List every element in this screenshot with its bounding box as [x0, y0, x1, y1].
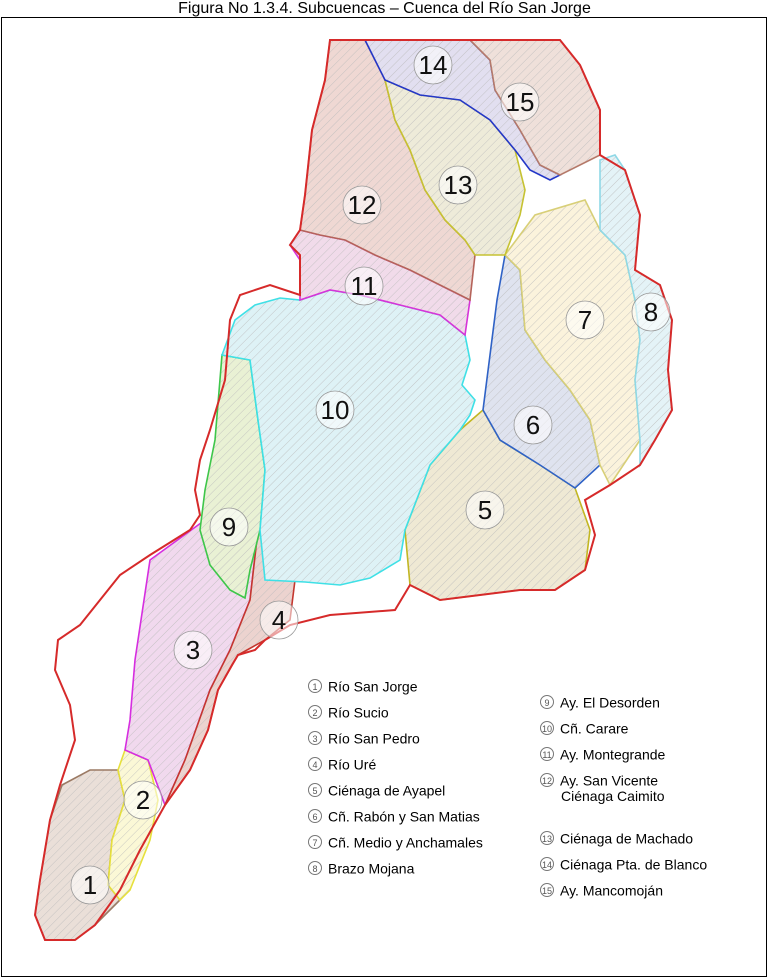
legend-item: 5 Ciénaga de Ayapel [308, 781, 445, 798]
subbasin-number-label: 3 [173, 630, 213, 670]
legend-label: Ay. Mancomoján [560, 882, 663, 899]
subbasin-number: 11 [351, 271, 378, 301]
legend-label: Ciénaga Pta. de Blanco [560, 856, 708, 873]
subbasin-number: 5 [478, 495, 492, 525]
legend-label: Río San Jorge [328, 678, 418, 695]
legend-item: 10 Cñ. Carare [540, 719, 628, 736]
subbasin-number-label: 11 [344, 266, 384, 306]
subbasin-number: 13 [444, 170, 473, 200]
legend-item: 4 Río Uré [308, 755, 376, 772]
legend-label: Ciénaga de Ayapel [328, 782, 446, 799]
subbasin-region [220, 289, 476, 586]
subbasin-number-label: 15 [500, 82, 540, 122]
legend-item: 6 Cñ. Rabón y San Matias [308, 807, 480, 824]
legend-item: 1 Río San Jorge [308, 677, 418, 694]
legend-item: 13 Ciénaga de Machado [540, 829, 693, 846]
subbasin-number: 2 [136, 785, 150, 815]
subbasin-number-label: 1 [70, 865, 110, 905]
subbasin-region [503, 199, 641, 487]
legend-marker: 8 [308, 861, 322, 876]
figure-title: Figura No 1.3.4. Subcuencas – Cuenca del… [178, 0, 591, 17]
legend-item: 7 Cñ. Medio y Anchamales [308, 833, 483, 850]
subbasin-number: 3 [186, 635, 200, 665]
subbasin-number: 10 [321, 395, 350, 425]
legend-marker: 11 [540, 747, 554, 762]
legend-label: Río San Pedro [328, 730, 420, 747]
legend-label: Ay. San Vicente [560, 772, 659, 789]
legend-item: 11 Ay. Montegrande [540, 745, 665, 762]
legend-item: 8 Brazo Mojana [308, 859, 414, 876]
legend-marker: 10 [540, 721, 554, 736]
legend-label: Ciénaga de Machado [560, 830, 694, 847]
subbasin-number: 7 [578, 305, 592, 335]
subbasin-number-label: 13 [438, 165, 478, 205]
map-frame [1, 17, 767, 977]
legend-marker: 15 [540, 883, 554, 898]
legend-marker: 13 [540, 831, 554, 846]
legend-item: 3 Río San Pedro [308, 729, 420, 746]
subbasin-number-label: 2 [123, 780, 163, 820]
legend-label: Cñ. Medio y Anchamales [328, 834, 483, 851]
legend-marker: 1 [308, 679, 322, 694]
legend-label: Cñ. Carare [560, 720, 629, 737]
legend-item: 9 Ay. El Desorden [540, 693, 660, 710]
subbasin-number: 4 [272, 605, 286, 635]
subbasin-number-label: 12 [342, 185, 382, 225]
legend-label: Río Sucio [328, 704, 389, 721]
legend-marker: 5 [308, 783, 322, 798]
legend-marker: 6 [308, 809, 322, 824]
legend-marker: 2 [308, 705, 322, 720]
legend-item: 15 Ay. Mancomoján [540, 881, 663, 898]
legend-marker: 4 [308, 757, 322, 772]
legend-label: Río Uré [328, 756, 377, 773]
subbasin-number: 14 [419, 50, 448, 80]
legend-marker: 12 [540, 773, 554, 788]
legend-label-line2: Ciénaga Caimito [561, 788, 665, 805]
subbasin-number-label: 8 [631, 292, 671, 332]
legend-item: 2 Río Sucio [308, 703, 389, 720]
subbasin-number: 9 [222, 512, 236, 542]
legend-marker: 7 [308, 835, 322, 850]
subbasin-number-label: 9 [209, 507, 249, 547]
subbasin-region [482, 253, 601, 490]
subbasin-number: 1 [83, 870, 97, 900]
subbasin-number-label: 4 [259, 600, 299, 640]
subbasin-number-label: 14 [413, 45, 453, 85]
subbasin-number-label: 10 [315, 390, 355, 430]
subbasin-number-label: 7 [565, 300, 605, 340]
legend-label: Ay. El Desorden [560, 694, 660, 711]
subbasin-number: 12 [348, 190, 377, 220]
legend-marker: 3 [308, 731, 322, 746]
legend-label: Ay. Montegrande [560, 746, 666, 763]
subbasin-number: 15 [506, 87, 535, 117]
subbasin-number-label: 5 [465, 490, 505, 530]
legend-label: Cñ. Rabón y San Matias [328, 808, 480, 825]
legend-marker: 14 [540, 857, 554, 872]
subbasin-number-label: 6 [513, 405, 553, 445]
subbasin-number: 8 [644, 297, 658, 327]
basin-outline [33, 39, 674, 941]
legend-label: Brazo Mojana [328, 860, 415, 877]
legend-marker: 9 [540, 695, 554, 710]
subbasin-number: 6 [526, 410, 540, 440]
legend-item: 14 Ciénaga Pta. de Blanco [540, 855, 707, 872]
